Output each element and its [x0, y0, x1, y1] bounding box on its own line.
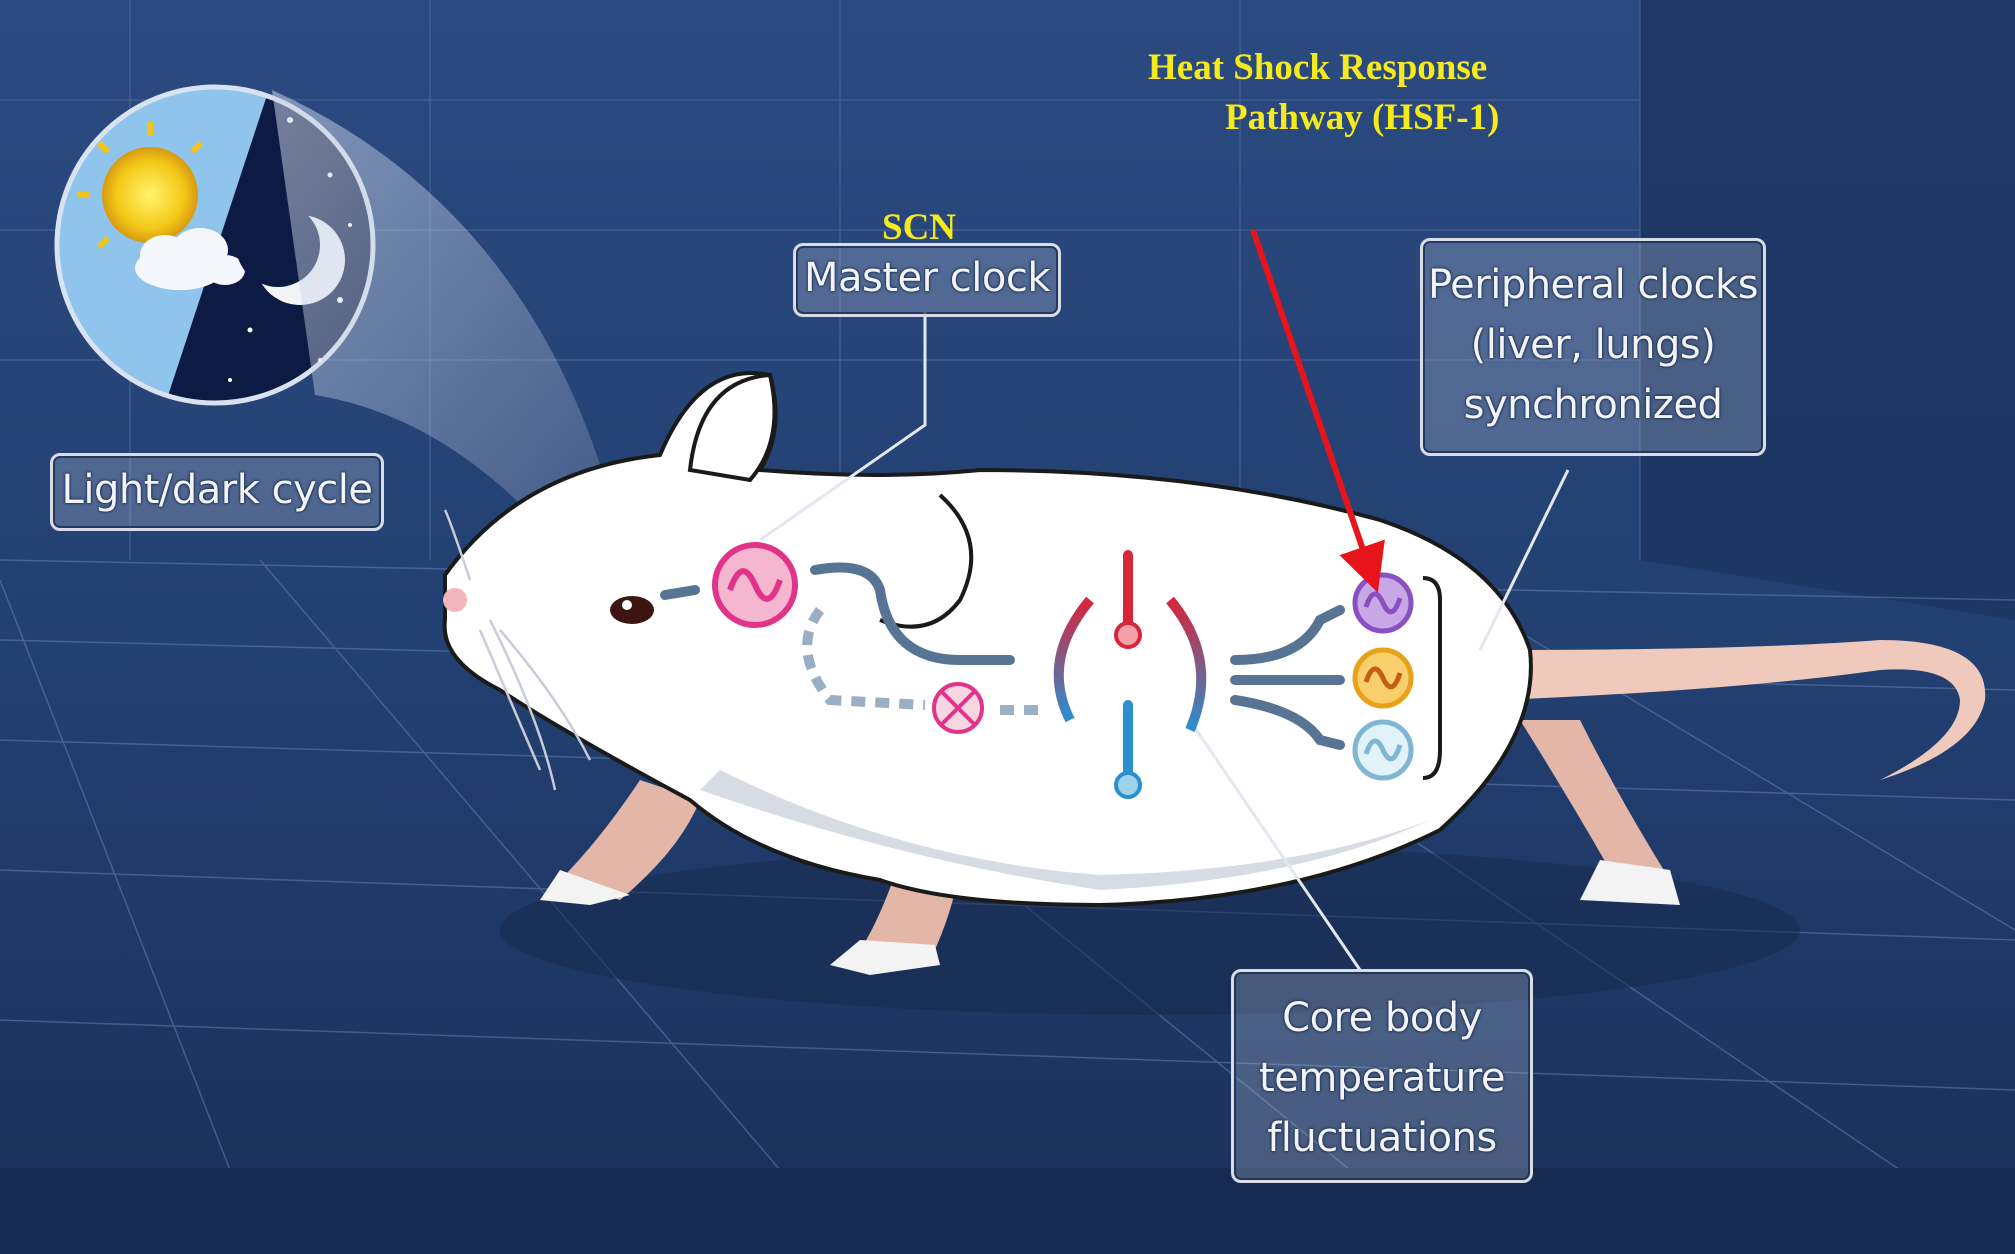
core-line-3: fluctuations	[1234, 1108, 1530, 1168]
clock-icon	[1355, 650, 1411, 706]
light-dark-text: Light/dark cycle	[53, 456, 381, 524]
clock-icon	[1355, 722, 1411, 778]
peripheral-line-3: synchronized	[1423, 375, 1763, 435]
heat-shock-annotation-line-2: Pathway (HSF-1)	[1225, 93, 1499, 143]
peripheral-line-1: Peripheral clocks	[1423, 255, 1763, 315]
master-clock-text: Master clock	[796, 246, 1058, 310]
core-line-1: Core body	[1234, 988, 1530, 1048]
clock-icon	[1355, 575, 1411, 631]
core-line-2: temperature	[1234, 1048, 1530, 1108]
scn-annotation: SCN	[882, 203, 956, 253]
master-clock-label: Master clock	[793, 243, 1061, 317]
clock-icon	[715, 545, 795, 625]
peripheral-clocks-label: Peripheral clocks (liver, lungs) synchro…	[1420, 238, 1766, 456]
core-body-temperature-label: Core body temperature fluctuations	[1231, 969, 1533, 1183]
blocked-clock-icon	[934, 684, 982, 732]
heat-shock-annotation-line-1: Heat Shock Response	[1148, 43, 1487, 93]
peripheral-line-2: (liver, lungs)	[1423, 315, 1763, 375]
light-dark-cycle-label: Light/dark cycle	[50, 453, 384, 531]
